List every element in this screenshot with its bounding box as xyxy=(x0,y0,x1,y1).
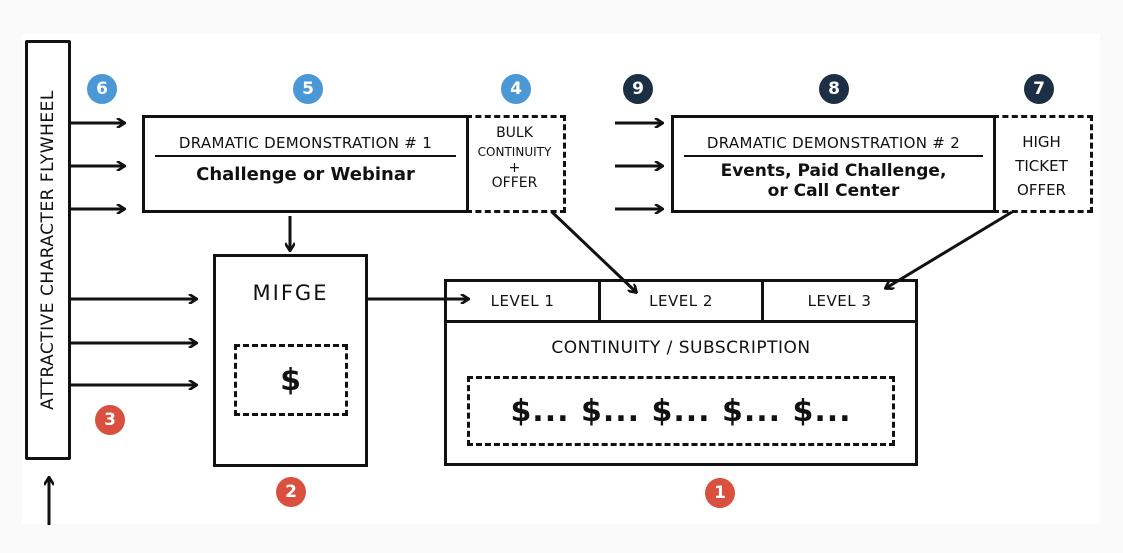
level-1-label: LEVEL 1 xyxy=(490,292,555,310)
high-ticket-line: OFFER xyxy=(1017,181,1066,199)
high-ticket-offer-box: HIGH TICKET OFFER xyxy=(993,115,1093,213)
step-badge-6: 6 xyxy=(87,74,117,104)
continuity-subscription-box: LEVEL 1 LEVEL 2 LEVEL 3 CONTINUITY / SUB… xyxy=(444,279,918,466)
bulk-offer-line: OFFER xyxy=(491,175,538,191)
flywheel-label: ATTRACTIVE CHARACTER FLYWHEEL xyxy=(38,90,58,410)
step-badge-2: 2 xyxy=(276,477,306,507)
badge-number: 5 xyxy=(302,79,314,99)
level-3-label: LEVEL 3 xyxy=(807,292,872,310)
continuity-dollars: $... $... $... $... $... xyxy=(510,393,852,429)
bulk-continuity-offer-box: BULK CONTINUITY + OFFER xyxy=(466,115,566,213)
level-2-label: LEVEL 2 xyxy=(649,292,713,310)
level-2-cell: LEVEL 2 xyxy=(601,282,764,320)
mifge-title: MIFGE xyxy=(252,281,329,305)
demo1-title: DRAMATIC DEMONSTRATION # 1 xyxy=(155,134,456,157)
level-1-cell: LEVEL 1 xyxy=(447,282,601,320)
badge-number: 4 xyxy=(510,79,522,99)
arrow-bulk-offer-to-level2 xyxy=(550,210,636,292)
attractive-character-flywheel: ATTRACTIVE CHARACTER FLYWHEEL xyxy=(25,40,71,460)
step-badge-8: 8 xyxy=(819,74,849,104)
levels-row: LEVEL 1 LEVEL 2 LEVEL 3 xyxy=(447,282,915,323)
badge-number: 9 xyxy=(632,79,644,99)
high-ticket-line: TICKET xyxy=(1015,157,1068,175)
demo2-subtitle-line1: Events, Paid Challenge, xyxy=(720,161,947,181)
step-badge-1: 1 xyxy=(705,478,735,508)
level-3-cell: LEVEL 3 xyxy=(764,282,915,320)
mifge-dollar-box: $ xyxy=(234,344,348,416)
demo1-subtitle: Challenge or Webinar xyxy=(196,164,415,185)
demo2-subtitle-line2: or Call Center xyxy=(767,181,900,201)
mifge-dollar: $ xyxy=(280,362,302,398)
step-badge-5: 5 xyxy=(293,74,323,104)
dramatic-demonstration-1-box: DRAMATIC DEMONSTRATION # 1 Challenge or … xyxy=(142,115,469,213)
bulk-offer-line: BULK xyxy=(496,125,533,141)
badge-number: 1 xyxy=(714,483,726,503)
badge-number: 6 xyxy=(96,79,108,99)
badge-number: 7 xyxy=(1033,79,1045,99)
step-badge-7: 7 xyxy=(1024,74,1054,104)
dramatic-demonstration-2-box: DRAMATIC DEMONSTRATION # 2 Events, Paid … xyxy=(671,115,996,213)
high-ticket-line: HIGH xyxy=(1022,133,1061,151)
step-badge-3: 3 xyxy=(95,405,125,435)
arrow-high-ticket-to-level3 xyxy=(886,210,1013,288)
demo2-title: DRAMATIC DEMONSTRATION # 2 xyxy=(684,134,983,157)
bulk-offer-line: + xyxy=(508,160,521,176)
continuity-dollar-box: $... $... $... $... $... xyxy=(467,376,895,446)
mifge-box: MIFGE $ xyxy=(213,254,368,467)
step-badge-9: 9 xyxy=(623,74,653,104)
badge-number: 3 xyxy=(104,410,116,430)
badge-number: 2 xyxy=(285,482,297,502)
continuity-title: CONTINUITY / SUBSCRIPTION xyxy=(551,338,811,358)
bulk-offer-line: CONTINUITY xyxy=(477,145,552,159)
step-badge-4: 4 xyxy=(501,74,531,104)
badge-number: 8 xyxy=(828,79,840,99)
